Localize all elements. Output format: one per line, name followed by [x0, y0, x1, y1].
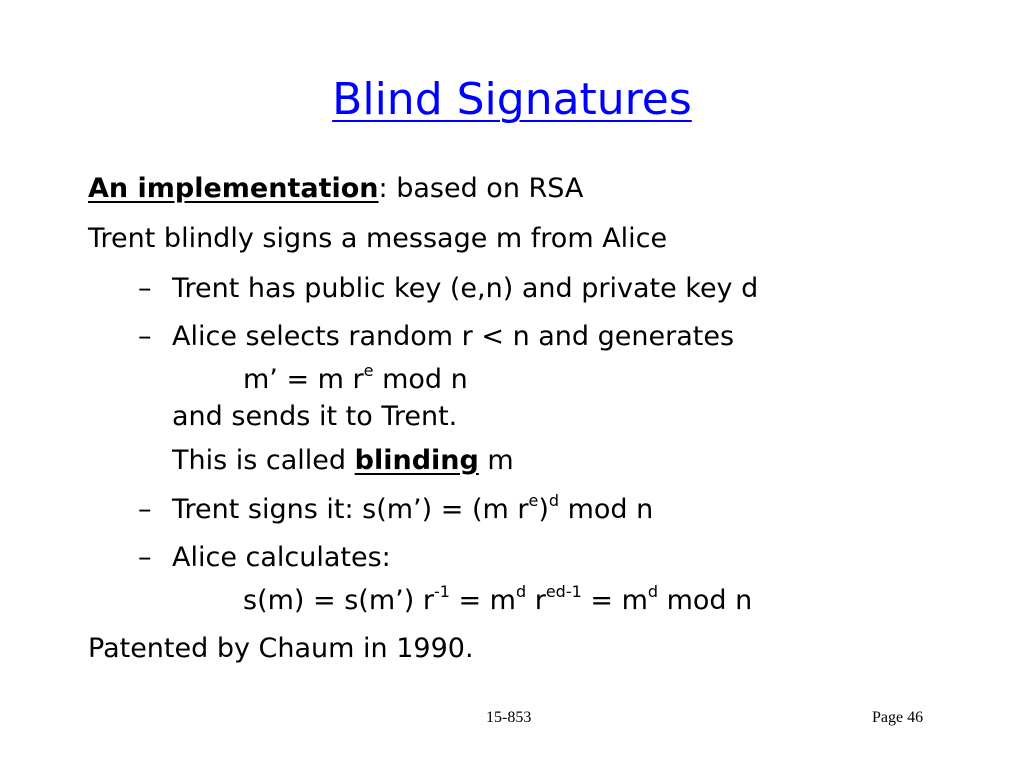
bullet-dash-3: –: [138, 494, 152, 525]
footer-page-number: Page 46: [872, 709, 924, 726]
bullet-dash-4: –: [138, 542, 152, 573]
footer-course: 15-853: [486, 709, 532, 726]
formula-exponent: d: [548, 491, 560, 510]
formula-part: Trent signs it: s(m’) = (m r: [172, 494, 529, 525]
intro-rest: based on RSA: [387, 173, 584, 204]
formula-part: = m: [581, 585, 648, 616]
bullet-trent-signs: Trent signs it: s(m’) = (m re)d mod n: [172, 493, 653, 527]
formula-exponent: d: [515, 582, 527, 601]
bullet-alice-calculates: Alice calculates:: [172, 542, 391, 573]
called-blinding-line: This is called blinding m: [172, 444, 514, 478]
formula-part: mod n: [373, 364, 468, 395]
blinding-term: blinding: [354, 445, 479, 476]
bullet-dash-2: –: [138, 321, 152, 352]
implementation-label: An implementation: [88, 173, 379, 204]
intro-colon: :: [378, 173, 388, 204]
sends-to-trent-line: and sends it to Trent.: [172, 401, 458, 432]
trent-blindly-line: Trent blindly signs a message m from Ali…: [88, 223, 668, 254]
bullet-dash-1: –: [138, 273, 152, 304]
formula-part: ): [538, 494, 549, 525]
formula-exponent: e: [363, 361, 374, 380]
formula-part: s(m) = s(m’) r: [243, 585, 434, 616]
formula-part: m’ = m r: [243, 364, 364, 395]
formula-part: r: [526, 585, 546, 616]
unblinding-formula: s(m) = s(m’) r-1 = md red-1 = md mod n: [243, 584, 752, 618]
called-text-end: m: [478, 445, 514, 476]
called-text: This is called: [172, 445, 355, 476]
formula-exponent: ed-1: [545, 582, 582, 601]
formula-exponent: d: [647, 582, 659, 601]
blinding-formula: m’ = m re mod n: [243, 363, 468, 397]
slide-title: Blind Signatures: [332, 74, 692, 125]
formula-part: mod n: [658, 585, 753, 616]
formula-exponent: e: [528, 491, 539, 510]
formula-part: mod n: [559, 494, 654, 525]
bullet-alice-selects: Alice selects random r < n and generates: [172, 321, 735, 352]
formula-part: = m: [449, 585, 516, 616]
bullet-public-key: Trent has public key (e,n) and private k…: [172, 273, 759, 304]
intro-line: An implementation: based on RSA: [88, 172, 583, 206]
patented-line: Patented by Chaum in 1990.: [88, 633, 474, 664]
formula-exponent: -1: [433, 582, 450, 601]
